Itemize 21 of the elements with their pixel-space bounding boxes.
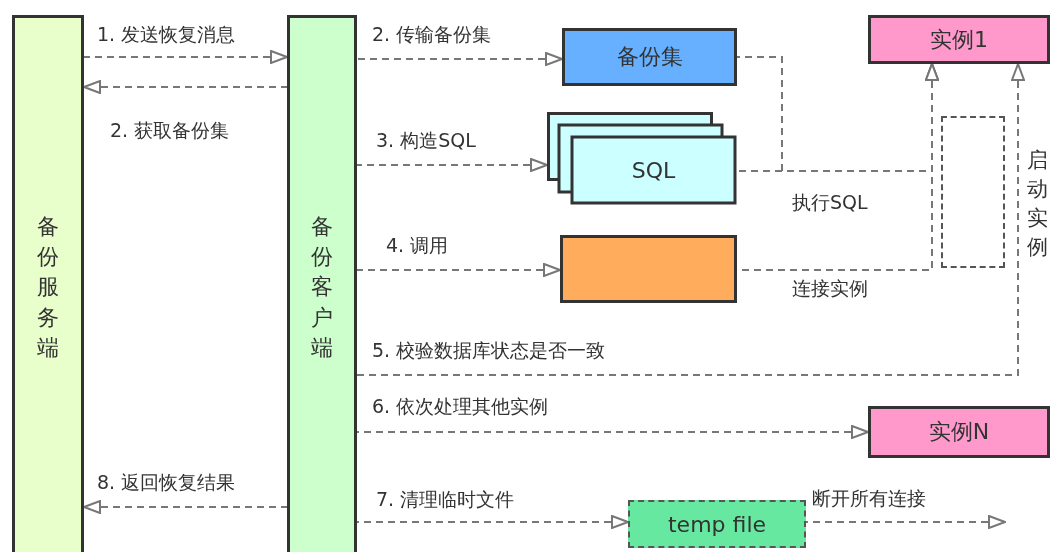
arrow	[83, 500, 288, 514]
dashed-box	[941, 116, 1005, 268]
arrow	[83, 50, 288, 64]
arrow	[356, 515, 629, 529]
arrow	[356, 425, 869, 439]
arrow	[805, 515, 1006, 529]
process-box	[560, 235, 737, 303]
document-stack	[547, 112, 737, 205]
arrow	[356, 52, 563, 66]
lifeline-box: 备份服务端	[12, 15, 84, 552]
arrow	[356, 158, 548, 172]
lifeline-box: 备份客户端	[287, 15, 357, 552]
side-label: 启动实例	[1026, 147, 1050, 261]
arrow	[356, 263, 561, 277]
box-label: SQL	[630, 156, 677, 185]
file-box: temp file	[628, 500, 806, 548]
instance-box: 实例N	[868, 406, 1050, 458]
process-box: 备份集	[562, 28, 737, 86]
instance-box: 实例1	[868, 15, 1050, 64]
arrow	[83, 80, 288, 94]
arrow	[356, 63, 1025, 376]
